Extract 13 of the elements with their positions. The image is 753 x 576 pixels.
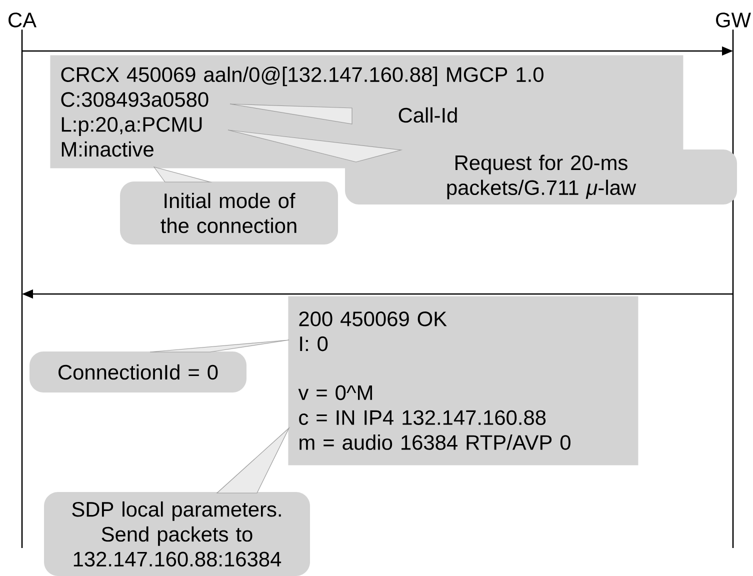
node-label: CRCX 450069 aaln/0@[132.147.160.88] MGCP 1.0 — [61, 66, 544, 86]
callout: SDP local parameters. Send packets to 132.147.160.88:16384 — [44, 492, 310, 576]
node-label: C:308493a0580 — [61, 92, 208, 107]
node-label: M:inactive — [62, 141, 154, 157]
node-label: L:p:20,a:PCMU — [62, 117, 202, 136]
participant-label: GW — [716, 12, 751, 28]
callout: Request for 20-ms packets/G.711 μ-law — [345, 150, 737, 204]
callout: Initial mode of the connection — [120, 182, 338, 244]
callout: ConnectionId = 0 — [30, 352, 246, 392]
message-box: 200 450069 OK I: 0 v = 0^M c = IN IP4 132.147.160.88 m = audio 16384 RTP/AVP 0 — [288, 296, 638, 466]
participant-label: CA — [8, 12, 36, 28]
callout-pointer — [230, 104, 352, 124]
callout-pointer — [150, 340, 290, 352]
